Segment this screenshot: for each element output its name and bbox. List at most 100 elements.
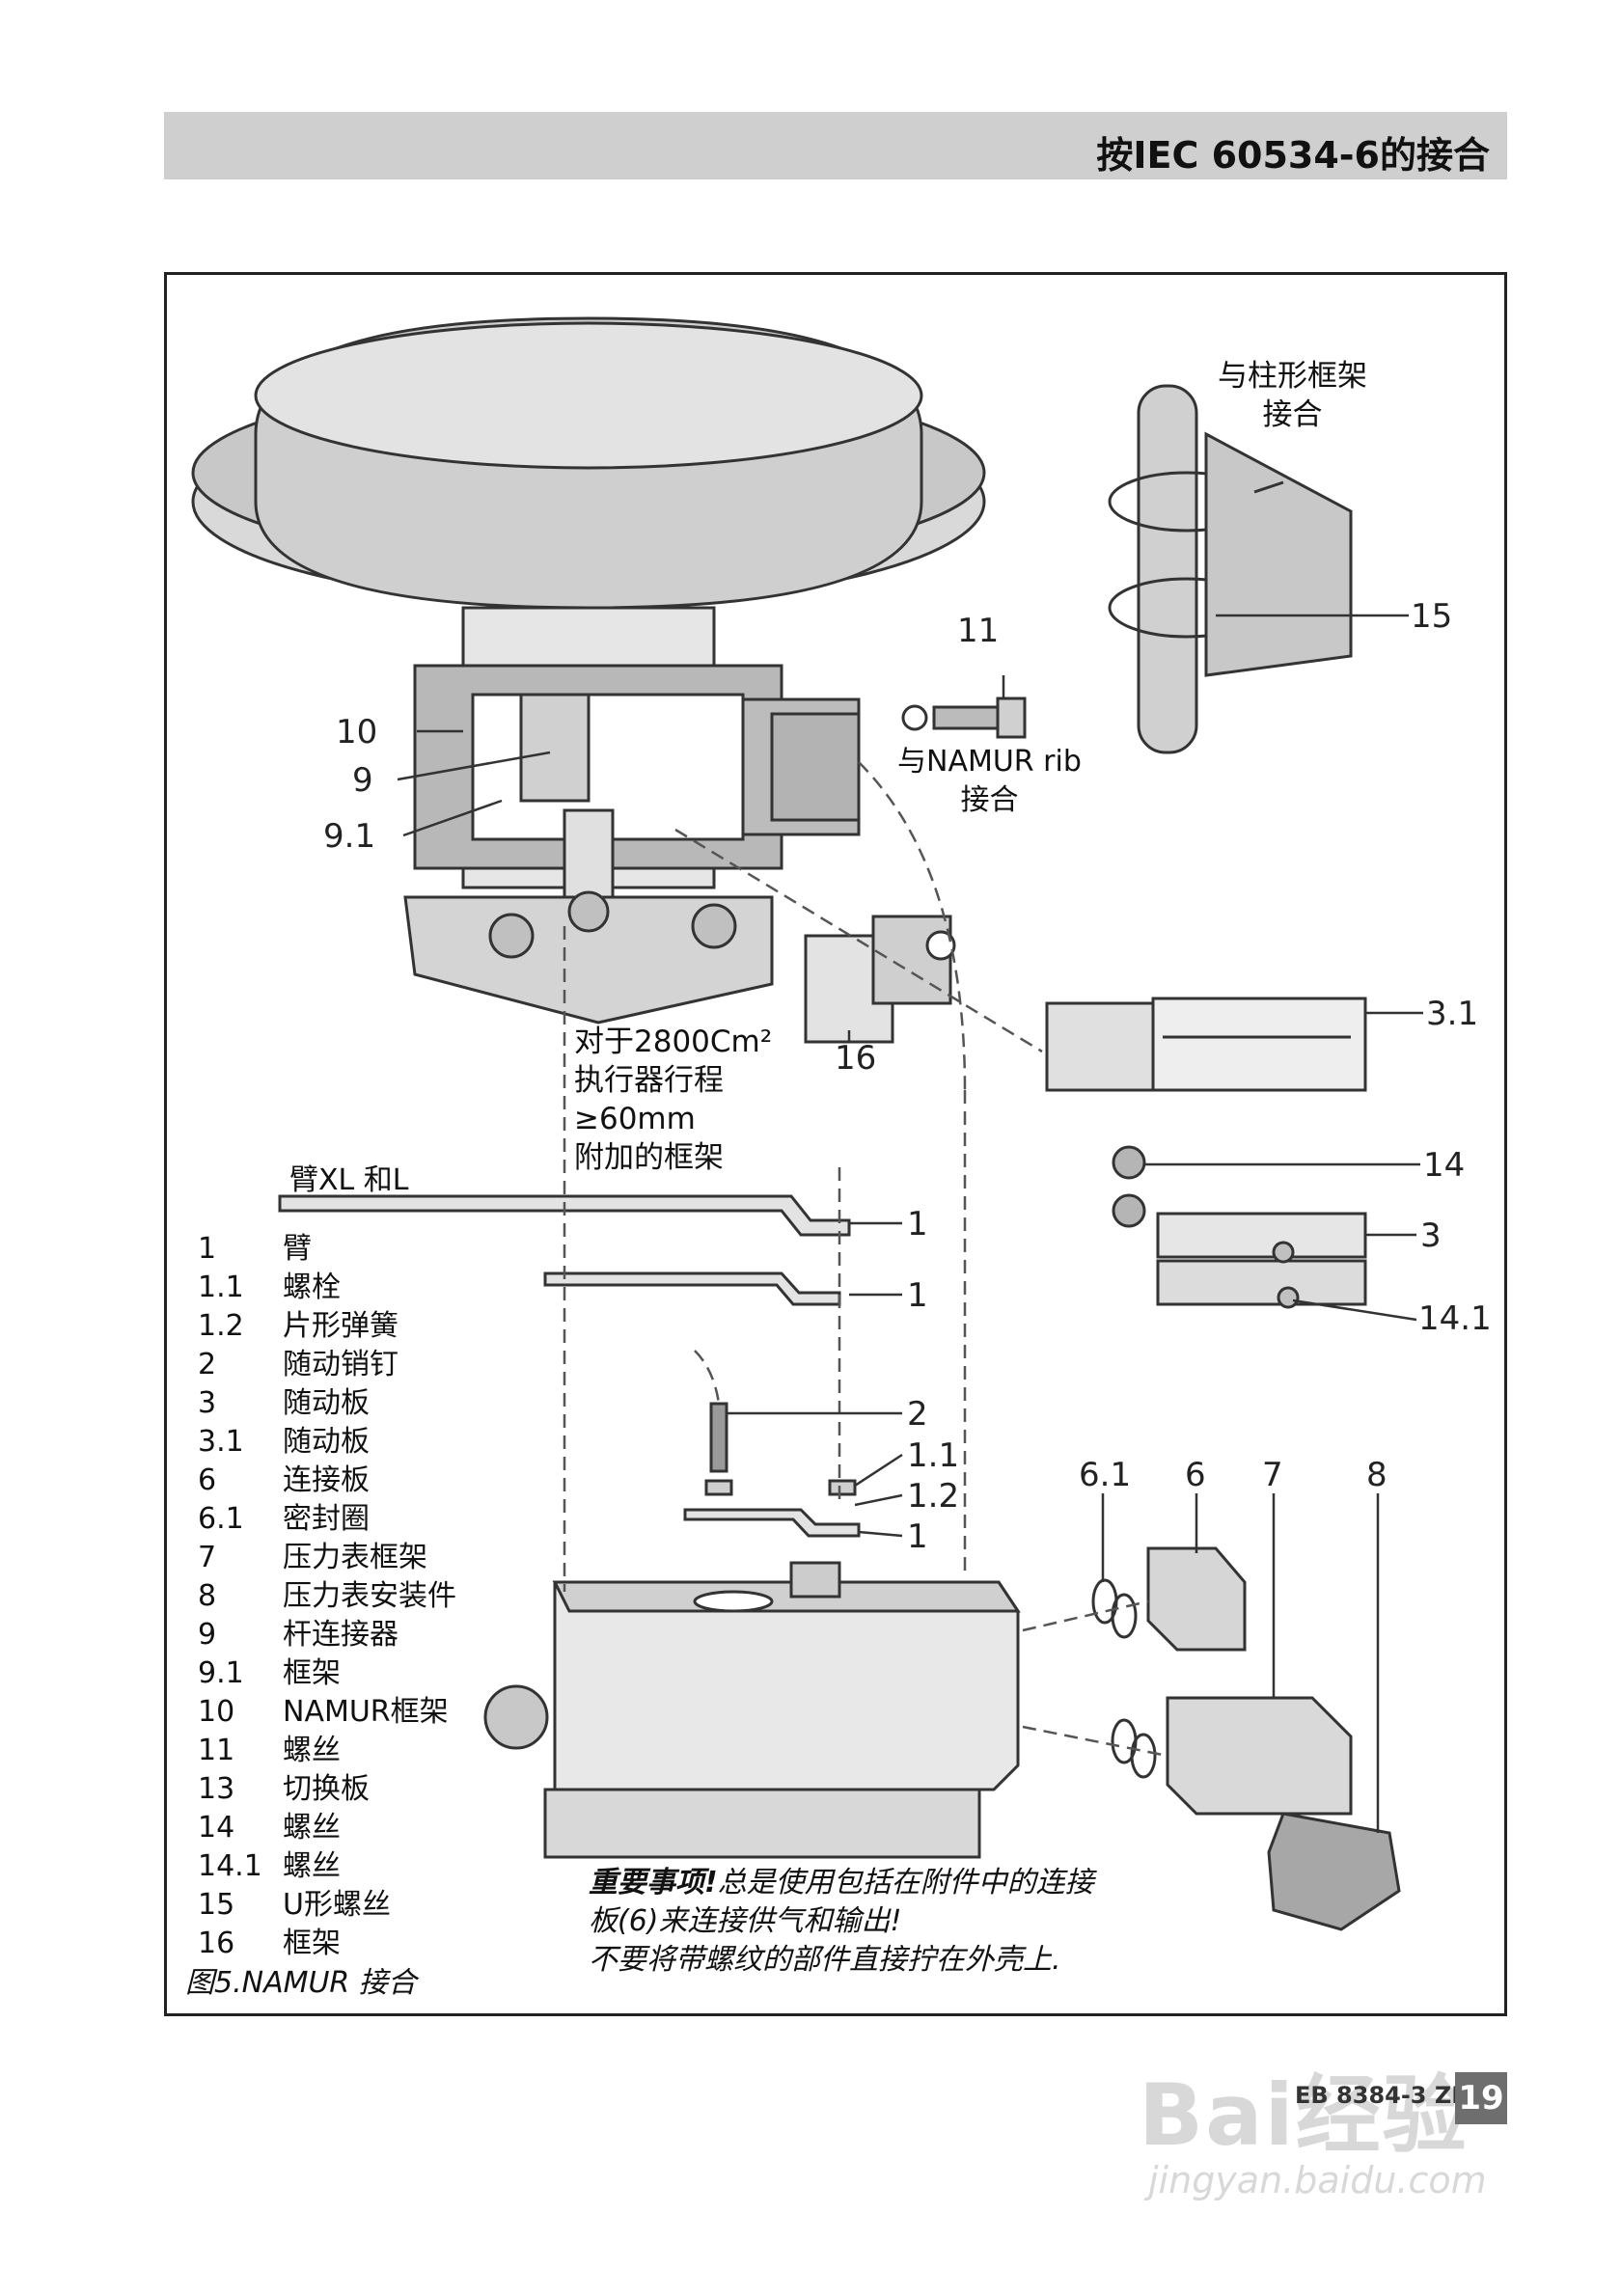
- callout-1-1: 1.1: [907, 1436, 959, 1475]
- legend-label: 杆连接器: [283, 1618, 398, 1652]
- figure-frame: [164, 272, 1507, 2016]
- legend-number: 10: [198, 1695, 235, 1729]
- bracket-16: [804, 915, 956, 1044]
- legend-row: 11 螺丝: [198, 1732, 456, 1770]
- legend-label: 框架: [283, 1927, 341, 1960]
- legend-row: 16 框架: [198, 1925, 456, 1963]
- callout-9-1: 9.1: [323, 817, 375, 856]
- legend-row: 3.1 随动板: [198, 1423, 456, 1462]
- namur-frame-10: [413, 606, 861, 918]
- legend-number: 15: [198, 1888, 235, 1922]
- callout-8: 8: [1366, 1456, 1387, 1494]
- legend-label: 切换板: [283, 1772, 370, 1806]
- follower-pin-2: [683, 1402, 861, 1538]
- callout-9: 9: [352, 761, 373, 800]
- legend-number: 1: [198, 1232, 217, 1266]
- legend-label: 随动板: [283, 1425, 370, 1459]
- callout-1-a: 1: [907, 1205, 928, 1244]
- callout-numbers: 15 11 10 9 9.1 16 3.1 14 3 14.1 1 1 2 1.…: [323, 597, 1492, 1556]
- legend-label: 随动销钉: [283, 1348, 398, 1381]
- follower-plate-3: [1156, 1212, 1367, 1309]
- legend-label: 螺丝: [283, 1734, 341, 1767]
- legend-label: 压力表安装件: [283, 1579, 456, 1613]
- legend-row: 10 NAMUR框架: [198, 1693, 456, 1732]
- callout-2: 2: [907, 1395, 928, 1434]
- legend-label: 压力表框架: [283, 1541, 427, 1574]
- base-plate: [403, 890, 774, 1025]
- legend-number: 1.2: [198, 1309, 244, 1343]
- callout-15: 15: [1411, 597, 1452, 636]
- callout-11: 11: [957, 612, 999, 650]
- positioner-housing: [483, 1561, 1021, 1859]
- callout-1-c: 1: [907, 1517, 928, 1556]
- page-title: 按IEC 60534-6的接合: [1096, 134, 1490, 177]
- legend-label: 密封圈: [283, 1502, 370, 1536]
- legend-number: 16: [198, 1927, 235, 1960]
- legend-number: 9.1: [198, 1656, 244, 1690]
- legend-row: 3 随动板: [198, 1384, 456, 1423]
- legend-number: 11: [198, 1734, 235, 1767]
- legend-label: U形螺丝: [283, 1888, 391, 1922]
- callout-3-1: 3.1: [1426, 995, 1478, 1033]
- callout-3: 3: [1420, 1216, 1442, 1255]
- legend-label: 随动板: [283, 1386, 370, 1420]
- gauge-bracket-7: [1111, 1696, 1401, 1931]
- legend-number: 3.1: [198, 1425, 244, 1459]
- legend-row: 1.2 片形弹簧: [198, 1307, 456, 1346]
- legend-row: 6.1 密封圈: [198, 1500, 456, 1539]
- callout-1-b: 1: [907, 1276, 928, 1315]
- pillar-mount-note: 与柱形框架 接合: [1218, 359, 1367, 432]
- callout-leaders: [397, 614, 1423, 1833]
- legend-row: 8 压力表安装件: [198, 1577, 456, 1616]
- callout-10: 10: [336, 713, 377, 752]
- legend-label: 臂: [283, 1232, 312, 1266]
- page-number: 19: [1455, 2072, 1507, 2124]
- legend-number: 14.1: [198, 1849, 262, 1883]
- namur-rib-note: 与NAMUR rib 接合: [897, 745, 1082, 817]
- header-bar: 按IEC 60534-6的接合: [164, 112, 1507, 179]
- legend-number: 14: [198, 1811, 235, 1845]
- legend-row: 15 U形螺丝: [198, 1886, 456, 1925]
- legend-label: 连接板: [283, 1463, 370, 1497]
- document-code: EB 8384-3 ZH: [1295, 2082, 1471, 2109]
- legend-label: 螺丝: [283, 1811, 341, 1845]
- watermark-url: jingyan.baidu.com: [1148, 2159, 1487, 2201]
- important-notice: 重要事项!总是使用包括在附件中的连接 板(6)来连接供气和输出! 不要将带螺纹的…: [589, 1866, 1094, 1977]
- legend-label: NAMUR框架: [283, 1695, 449, 1729]
- bolt-11: [901, 697, 1027, 739]
- legend-number: 8: [198, 1579, 217, 1613]
- legend-number: 6: [198, 1463, 217, 1497]
- legend-label: 片形弹簧: [283, 1309, 398, 1343]
- legend-number: 7: [198, 1541, 217, 1574]
- legend-row: 6 连接板: [198, 1462, 456, 1500]
- additional-frame-note: 对于2800Cm² 执行器行程 ≥60mm 附加的框架: [574, 1025, 773, 1175]
- legend-number: 6.1: [198, 1502, 244, 1536]
- callout-1-2: 1.2: [907, 1477, 959, 1516]
- callout-6: 6: [1185, 1456, 1206, 1494]
- screws-14: [1112, 1145, 1146, 1228]
- actuator-diaphragm: [191, 316, 986, 610]
- callout-14: 14: [1423, 1146, 1465, 1185]
- legend-number: 13: [198, 1772, 235, 1806]
- pillar-mount: [1108, 384, 1353, 754]
- figure-caption: 图5.NAMUR 接合: [185, 1966, 417, 2000]
- callout-16: 16: [835, 1039, 876, 1078]
- legend-number: 1.1: [198, 1271, 244, 1304]
- callout-14-1: 14.1: [1418, 1299, 1492, 1338]
- legend-row: 1.1 螺栓: [198, 1269, 456, 1307]
- callout-6-1: 6.1: [1079, 1456, 1131, 1494]
- connection-plate-6: [1091, 1546, 1247, 1652]
- legend-label: 螺栓: [283, 1271, 341, 1304]
- follower-plate-3-1: [1045, 997, 1367, 1092]
- legend-number: 3: [198, 1386, 217, 1420]
- legend-row: 2 随动销钉: [198, 1346, 456, 1384]
- legend-number: 2: [198, 1348, 217, 1381]
- assembly-dashed-lines: [563, 761, 1168, 1758]
- legend-row: 13 切换板: [198, 1770, 456, 1809]
